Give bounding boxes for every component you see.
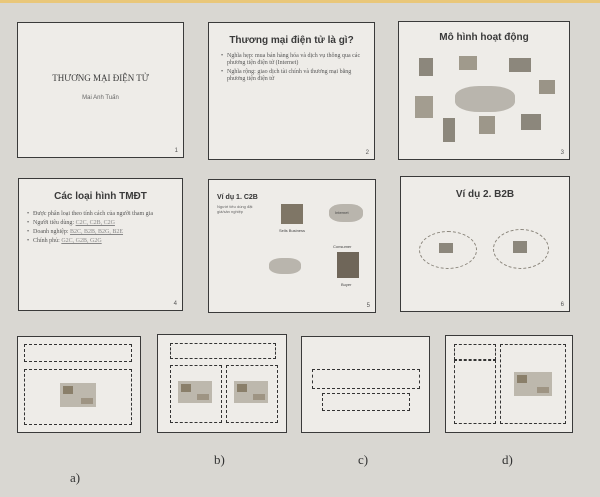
slide-2-thumbnail[interactable]: Thương mại điện tử là gì? Nghĩa hẹp: mua…	[208, 22, 375, 160]
slide-3-title: Mô hình hoạt động	[439, 32, 529, 43]
slide-6-number: 6	[560, 302, 564, 308]
b2b-diagram	[415, 225, 559, 275]
slide-5-number: 5	[366, 303, 370, 309]
caption-a: a)	[70, 470, 81, 485]
layout-option-c[interactable]	[301, 336, 430, 433]
content-placeholder	[24, 369, 132, 425]
slide-1-thumbnail[interactable]: THƯƠNG MẠI ĐIỆN TỬ Mai Anh Tuấn 1	[17, 22, 184, 158]
content-thumbnail	[178, 381, 212, 403]
caption-d: d)	[502, 452, 513, 467]
side-title-placeholder	[454, 344, 496, 360]
slide-6-title: Ví dụ 2. B2B	[455, 189, 515, 200]
slide-4-number: 4	[173, 301, 177, 307]
content-thumbnail	[514, 372, 552, 396]
slide-3-thumbnail[interactable]: Mô hình hoạt động 3	[398, 21, 570, 160]
content-thumbnail	[234, 381, 268, 403]
slide-1-subtitle: Mai Anh Tuấn	[82, 95, 119, 101]
layout-option-b[interactable]	[157, 334, 287, 433]
caption-b: b)	[214, 452, 225, 467]
slide-1-title: THƯƠNG MẠI ĐIỆN TỬ	[52, 73, 149, 83]
content-thumbnail	[60, 383, 96, 407]
consumer-cloud	[269, 258, 301, 274]
label-sells-business: Sells Business	[279, 228, 306, 233]
label-buyer: Buyer	[341, 282, 352, 287]
business-model-diagram	[409, 52, 561, 147]
slide-4-title: Các loại hình TMĐT	[54, 191, 147, 202]
caption-c: c)	[358, 452, 369, 467]
internet-cloud	[329, 204, 363, 222]
slide-2-number: 2	[365, 150, 369, 156]
top-accent-line	[0, 0, 600, 3]
label-internet: Internet	[335, 210, 349, 215]
content-placeholder	[500, 344, 566, 424]
slide-5-caption: Người tiêu dùng đặt giá/sản nghiệp	[217, 204, 253, 214]
slide-6-thumbnail[interactable]: Ví dụ 2. B2B 6	[400, 176, 570, 312]
left-content-placeholder	[170, 365, 222, 423]
subtitle-placeholder	[322, 393, 410, 411]
slide-4-bullet: Chính phủ: G2C, G2B, G2G	[27, 238, 177, 245]
slide-4-thumbnail[interactable]: Các loại hình TMĐT Được phân loại theo t…	[18, 178, 183, 311]
slide-2-bullet: Nghĩa rộng: giao dịch tài chính và thươn…	[221, 69, 366, 83]
slide-5-thumbnail[interactable]: Ví dụ 1. C2B Người tiêu dùng đặt giá/sản…	[208, 179, 376, 313]
slide-4-bullet: Người tiêu dùng: C2C, C2B, C2G	[27, 220, 177, 227]
slide-4-bullet: Được phân loại theo tính cách của người …	[27, 211, 177, 218]
label-consumer: Consumer	[333, 244, 352, 249]
slide-2-title: Thương mại điện tử là gì?	[229, 35, 354, 46]
right-content-placeholder	[226, 365, 278, 423]
slide-1-number: 1	[174, 148, 178, 154]
buyer-figure	[337, 252, 359, 278]
slide-5-title: Ví dụ 1. C2B	[217, 194, 258, 201]
slide-2-bullets: Nghĩa hẹp: mua bán hàng hóa và dịch vụ t…	[221, 53, 366, 85]
slide-4-bullet: Doanh nghiệp: B2C, B2B, B2G, B2E	[27, 229, 177, 236]
side-text-placeholder	[454, 360, 496, 424]
slide-4-bullets: Được phân loại theo tính cách của người …	[27, 211, 177, 247]
layout-option-a[interactable]	[17, 336, 141, 433]
layout-option-d[interactable]	[445, 335, 573, 433]
slide-3-number: 3	[560, 150, 564, 156]
seller-figure	[281, 204, 303, 224]
slide-2-bullet: Nghĩa hẹp: mua bán hàng hóa và dịch vụ t…	[221, 53, 366, 67]
title-placeholder	[312, 369, 420, 389]
title-placeholder	[170, 343, 276, 359]
title-placeholder	[24, 344, 132, 362]
